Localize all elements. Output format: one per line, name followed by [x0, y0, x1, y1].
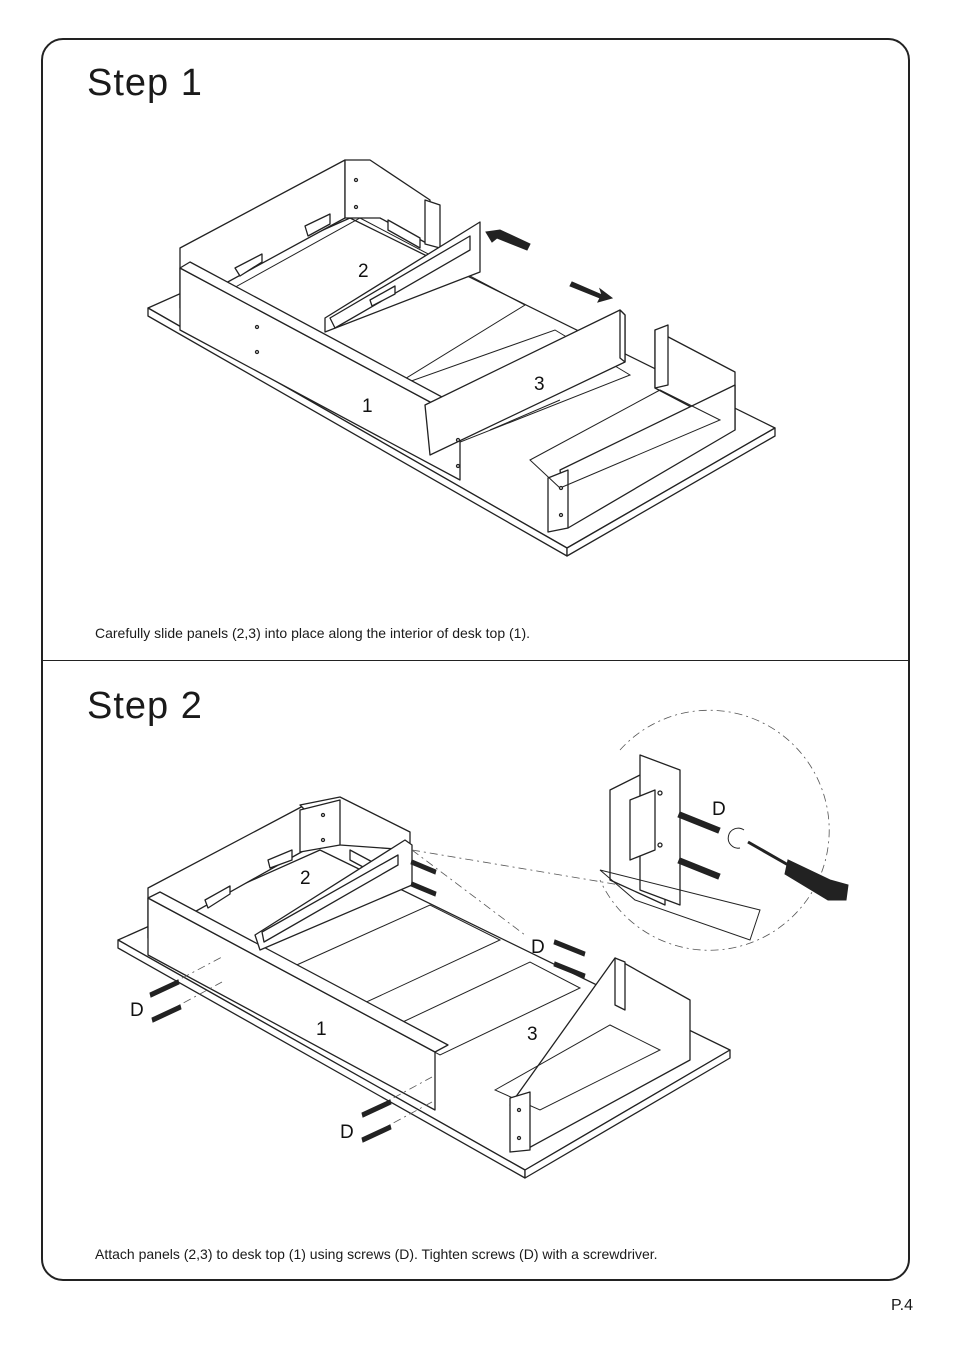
screw-group-bottom — [361, 1076, 433, 1143]
screw-group-left — [149, 956, 223, 1023]
screw-label-d-bottom: D — [340, 1122, 354, 1143]
step1-title: Step 1 — [87, 62, 203, 104]
step2-title: Step 2 — [87, 685, 203, 727]
page-number: P.4 — [891, 1297, 913, 1314]
step2-label-part3: 3 — [527, 1024, 538, 1045]
step2-label-part1: 1 — [316, 1019, 327, 1040]
screwdriver-icon — [747, 840, 849, 901]
step1-label-part3: 3 — [534, 374, 545, 395]
screw-label-d-left: D — [130, 1000, 144, 1021]
step1-label-part1: 1 — [362, 396, 373, 417]
screw-label-d-detail: D — [712, 799, 726, 820]
step1-caption: Carefully slide panels (2,3) into place … — [95, 625, 531, 641]
step2-caption: Attach panels (2,3) to desk top (1) usin… — [95, 1246, 658, 1262]
step1-label-part2: 2 — [358, 261, 369, 282]
screw-label-d-right: D — [531, 937, 545, 958]
page-frame — [41, 38, 910, 1281]
detail-zoom-circle — [599, 709, 830, 951]
screw-group-right — [553, 939, 586, 979]
step2-label-part2: 2 — [300, 868, 311, 889]
step-divider — [41, 660, 910, 661]
step1-illustration: 2 1 3 — [147, 159, 776, 557]
rotate-arrow-icon — [727, 827, 745, 849]
screw-group-top — [410, 859, 437, 897]
